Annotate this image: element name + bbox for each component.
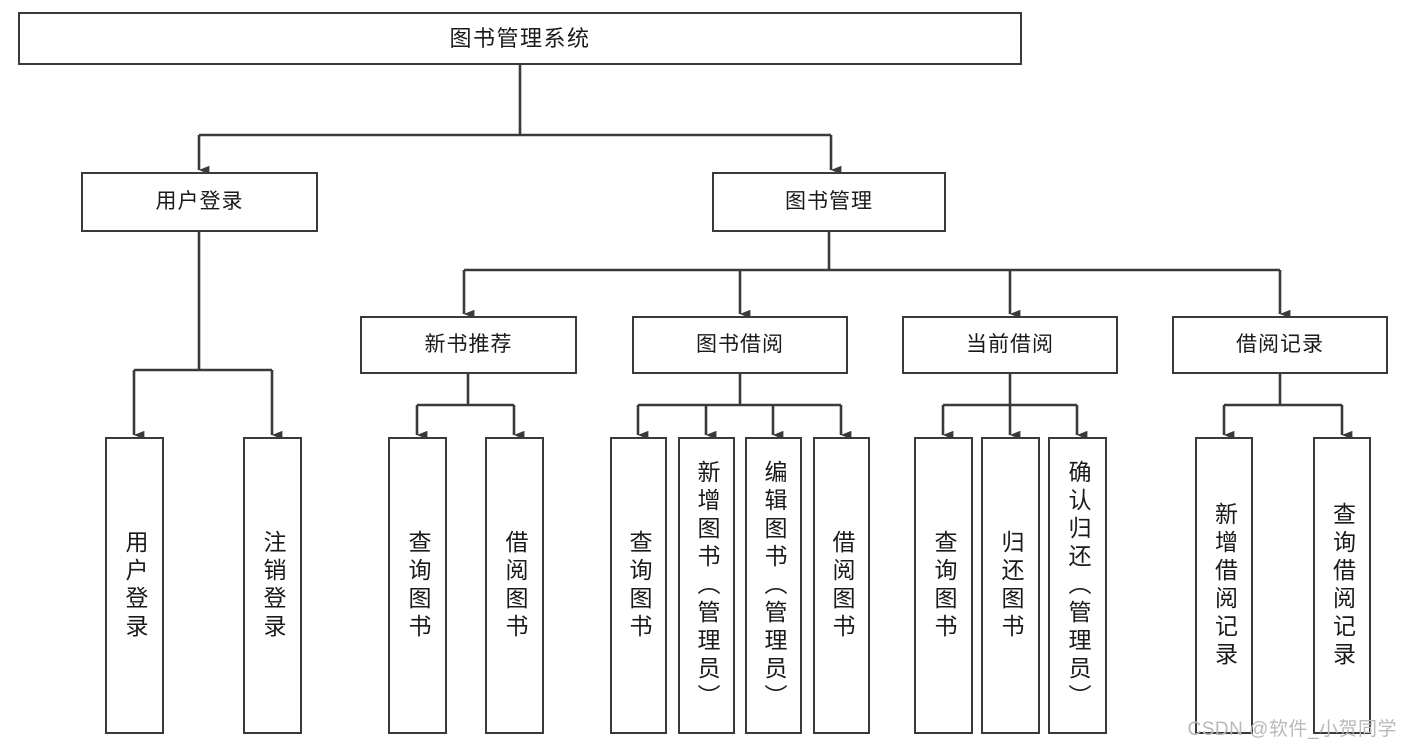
leaf-confirm-return[interactable]: 确认归还（管理员） xyxy=(1048,437,1107,734)
node-borrow-record-label: 借阅记录 xyxy=(1236,332,1324,356)
node-book-manage-label: 图书管理 xyxy=(785,189,873,213)
leaf-query-book-2-label: 查询图书 xyxy=(626,529,652,642)
leaf-query-book-3-label: 查询图书 xyxy=(931,529,957,642)
leaf-user-login[interactable]: 用户登录 xyxy=(105,437,164,734)
leaf-query-book-1-label: 查询图书 xyxy=(405,529,431,642)
leaf-logout-login-label: 注销登录 xyxy=(260,529,286,642)
node-book-manage[interactable]: 图书管理 xyxy=(712,172,946,232)
leaf-borrow-book-1-label: 借阅图书 xyxy=(502,529,528,642)
leaf-return-book[interactable]: 归还图书 xyxy=(981,437,1040,734)
leaf-add-record-label: 新增借阅记录 xyxy=(1211,501,1238,670)
node-current-borrow[interactable]: 当前借阅 xyxy=(902,316,1118,374)
leaf-add-record[interactable]: 新增借阅记录 xyxy=(1195,437,1253,734)
node-book-borrow-label: 图书借阅 xyxy=(696,332,784,356)
leaf-borrow-book-1[interactable]: 借阅图书 xyxy=(485,437,544,734)
leaf-user-login-label: 用户登录 xyxy=(122,529,148,642)
leaf-confirm-return-label: 确认归还（管理员） xyxy=(1065,459,1091,712)
node-new-book-recommend[interactable]: 新书推荐 xyxy=(360,316,577,374)
leaf-query-book-3[interactable]: 查询图书 xyxy=(914,437,973,734)
leaf-edit-book[interactable]: 编辑图书（管理员） xyxy=(745,437,802,734)
leaf-borrow-book-2[interactable]: 借阅图书 xyxy=(813,437,870,734)
leaf-edit-book-label: 编辑图书（管理员） xyxy=(761,459,787,712)
leaf-logout-login[interactable]: 注销登录 xyxy=(243,437,302,734)
leaf-query-record[interactable]: 查询借阅记录 xyxy=(1313,437,1371,734)
node-user-login[interactable]: 用户登录 xyxy=(81,172,318,232)
node-new-book-recommend-label: 新书推荐 xyxy=(424,332,513,356)
leaf-query-book-2[interactable]: 查询图书 xyxy=(610,437,667,734)
node-borrow-record[interactable]: 借阅记录 xyxy=(1172,316,1388,374)
node-root[interactable]: 图书管理系统 xyxy=(18,12,1022,65)
leaf-return-book-label: 归还图书 xyxy=(998,529,1024,642)
node-user-login-label: 用户登录 xyxy=(155,189,244,213)
leaf-add-book-label: 新增图书（管理员） xyxy=(694,459,720,712)
leaf-add-book[interactable]: 新增图书（管理员） xyxy=(678,437,735,734)
leaf-query-book-1[interactable]: 查询图书 xyxy=(388,437,447,734)
leaf-query-record-label: 查询借阅记录 xyxy=(1329,501,1356,670)
node-root-label: 图书管理系统 xyxy=(449,25,591,51)
node-current-borrow-label: 当前借阅 xyxy=(966,332,1054,356)
leaf-borrow-book-2-label: 借阅图书 xyxy=(829,529,855,642)
watermark: CSDN @软件_小贺同学 xyxy=(1187,719,1397,740)
node-book-borrow[interactable]: 图书借阅 xyxy=(632,316,848,374)
